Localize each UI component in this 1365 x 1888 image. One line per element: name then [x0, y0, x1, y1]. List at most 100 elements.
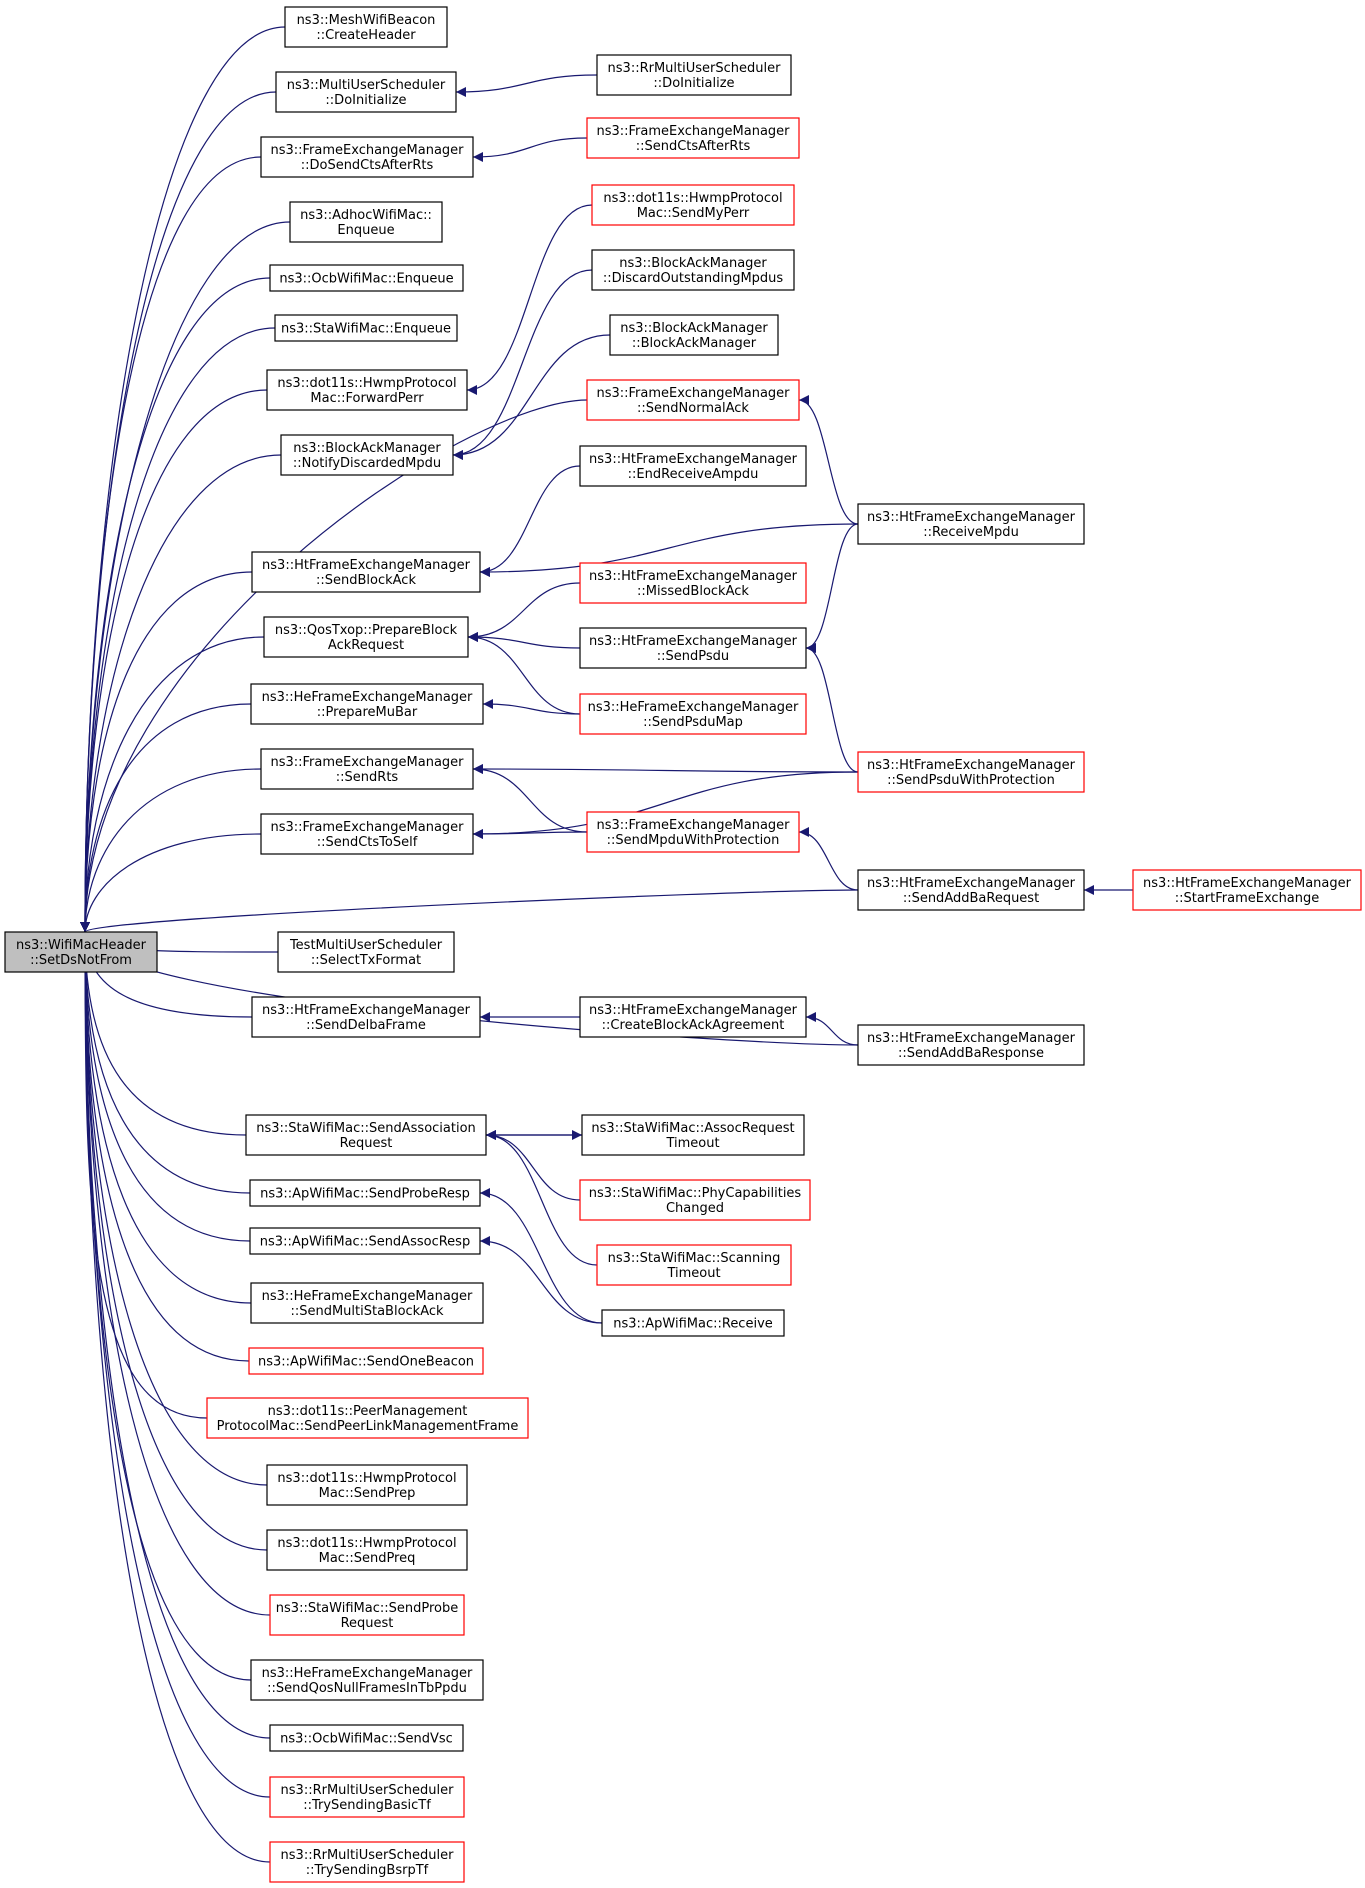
- call-edge: [80, 833, 262, 933]
- node-box: [857, 751, 1085, 793]
- node-heSendMultiSta[interactable]: ns3::HeFrameExchangeManager::SendMultiSt…: [250, 1282, 484, 1324]
- node-label: ::SetDsNotFrom: [30, 953, 132, 968]
- node-label: ns3::dot11s::HwmpProtocol: [603, 191, 782, 206]
- node-box: [591, 249, 795, 291]
- node-bamNotify[interactable]: ns3::BlockAckManager::NotifyDiscardedMpd…: [280, 434, 454, 476]
- call-edge: [472, 137, 588, 162]
- node-apReceive[interactable]: ns3::ApWifiMac::Receive: [601, 1309, 785, 1337]
- node-meshBeacon[interactable]: ns3::MeshWifiBeacon::CreateHeader: [284, 6, 448, 48]
- node-label: ns3::dot11s::HwmpProtocol: [277, 1536, 456, 1551]
- node-label: ns3::FrameExchangeManager: [596, 124, 790, 139]
- node-staEnq[interactable]: ns3::StaWifiMac::Enqueue: [274, 314, 458, 342]
- node-label: ns3::HtFrameExchangeManager: [867, 758, 1076, 773]
- call-edge: [467, 632, 581, 649]
- node-htEndRecvAmpdu[interactable]: ns3::HtFrameExchangeManager::EndReceiveA…: [579, 445, 807, 487]
- node-label: ::CreateBlockAckAgreement: [602, 1018, 785, 1033]
- node-root[interactable]: ns3::WifiMacHeader::SetDsNotFrom: [4, 931, 158, 973]
- node-rrBasicTf[interactable]: ns3::RrMultiUserScheduler::TrySendingBas…: [269, 1776, 465, 1818]
- call-edge: [80, 703, 252, 933]
- node-htSendBlockAck[interactable]: ns3::HtFrameExchangeManager::SendBlockAc…: [251, 551, 481, 593]
- node-femDoSendCts[interactable]: ns3::FrameExchangeManager::DoSendCtsAfte…: [260, 136, 474, 178]
- node-box: [609, 314, 779, 356]
- node-apSendProbeResp[interactable]: ns3::ApWifiMac::SendProbeResp: [249, 1179, 481, 1207]
- call-edge: [467, 632, 581, 715]
- node-label: ::EndReceiveAmpdu: [628, 467, 759, 482]
- call-edge: [80, 889, 859, 933]
- node-label: TestMultiUserScheduler: [289, 938, 443, 953]
- node-apSendAssocResp[interactable]: ns3::ApWifiMac::SendAssocResp: [249, 1227, 481, 1255]
- node-label: ::SendPsdu: [657, 649, 729, 664]
- node-box: [266, 369, 468, 411]
- node-apSendBeacon[interactable]: ns3::ApWifiMac::SendOneBeacon: [248, 1347, 484, 1375]
- node-hwmpFwdPerr[interactable]: ns3::dot11s::HwmpProtocolMac::ForwardPer…: [266, 369, 468, 411]
- call-edge: [80, 768, 262, 933]
- node-box: [249, 1227, 481, 1255]
- call-edge: [80, 931, 271, 1863]
- node-htSendDelba[interactable]: ns3::HtFrameExchangeManager::SendDelbaFr…: [251, 996, 481, 1038]
- node-htStartFrameEx[interactable]: ns3::HtFrameExchangeManager::StartFrameE…: [1132, 869, 1362, 911]
- node-box: [269, 1594, 465, 1636]
- node-box: [250, 683, 484, 725]
- node-label: Timeout: [666, 1266, 720, 1281]
- node-bamDiscard[interactable]: ns3::BlockAckManager::DiscardOutstanding…: [591, 249, 795, 291]
- node-box: [857, 1024, 1085, 1066]
- node-ocbEnq[interactable]: ns3::OcbWifiMac::Enqueue: [269, 264, 464, 292]
- node-label: ns3::HeFrameExchangeManager: [588, 700, 799, 715]
- node-hePrepareMuBar[interactable]: ns3::HeFrameExchangeManager::PrepareMuBa…: [250, 683, 484, 725]
- node-htMissedBlockAck[interactable]: ns3::HtFrameExchangeManager::MissedBlock…: [579, 562, 807, 604]
- node-label: Enqueue: [337, 223, 394, 238]
- node-ocbSendVsc[interactable]: ns3::OcbWifiMac::SendVsc: [269, 1724, 464, 1752]
- node-label: ::SendQosNullFramesInTbPpdu: [267, 1681, 467, 1696]
- node-heSendQosNull[interactable]: ns3::HeFrameExchangeManager::SendQosNull…: [250, 1659, 484, 1701]
- call-edge: [80, 636, 265, 933]
- node-box: [263, 616, 469, 658]
- node-bamCtor[interactable]: ns3::BlockAckManager::BlockAckManager: [609, 314, 779, 356]
- node-box: [250, 1659, 484, 1701]
- call-edge: [482, 699, 581, 715]
- node-box: [586, 117, 800, 159]
- node-femSendNormalAck[interactable]: ns3::FrameExchangeManager::SendNormalAck: [586, 379, 800, 421]
- node-rrDoInit[interactable]: ns3::RrMultiUserScheduler::DoInitialize: [596, 54, 792, 96]
- node-htSendAddBaResp[interactable]: ns3::HtFrameExchangeManager::SendAddBaRe…: [857, 1024, 1085, 1066]
- node-femSendRts[interactable]: ns3::FrameExchangeManager::SendRts: [260, 748, 474, 790]
- node-muDoInit[interactable]: ns3::MultiUserScheduler::DoInitialize: [275, 71, 457, 113]
- node-label: Changed: [666, 1201, 724, 1216]
- node-rrBsrpTf[interactable]: ns3::RrMultiUserScheduler::TrySendingBsr…: [269, 1841, 465, 1883]
- node-label: ::PrepareMuBar: [317, 705, 418, 720]
- node-htSendPsdu[interactable]: ns3::HtFrameExchangeManager::SendPsdu: [579, 627, 807, 669]
- node-label: ::BlockAckManager: [632, 336, 757, 351]
- node-box: [601, 1309, 785, 1337]
- node-femSendCtsToSelf[interactable]: ns3::FrameExchangeManager::SendCtsToSelf: [260, 813, 474, 855]
- node-htSendAddBaReq[interactable]: ns3::HtFrameExchangeManager::SendAddBaRe…: [857, 869, 1085, 911]
- node-femSendCts[interactable]: ns3::FrameExchangeManager::SendCtsAfterR…: [586, 117, 800, 159]
- call-edge: [80, 389, 268, 933]
- node-htCreateBaAgree[interactable]: ns3::HtFrameExchangeManager::CreateBlock…: [579, 996, 807, 1038]
- node-box: [251, 996, 481, 1038]
- call-edge: [80, 454, 282, 933]
- node-label: ns3::dot11s::PeerManagement: [268, 1404, 468, 1419]
- node-peerMgmt[interactable]: ns3::dot11s::PeerManagementProtocolMac::…: [206, 1397, 529, 1439]
- node-box: [579, 445, 807, 487]
- node-label: ns3::HtFrameExchangeManager: [867, 510, 1076, 525]
- node-adhocEnq[interactable]: ns3::AdhocWifiMac::Enqueue: [289, 201, 443, 243]
- node-box: [269, 1776, 465, 1818]
- node-label: ::SendAddBaResponse: [898, 1046, 1044, 1061]
- node-testSelectTx[interactable]: TestMultiUserScheduler::SelectTxFormat: [277, 931, 455, 973]
- node-heSendPsduMap[interactable]: ns3::HeFrameExchangeManager::SendPsduMap: [579, 693, 807, 735]
- node-label: Request: [341, 1616, 394, 1631]
- call-edge: [80, 327, 276, 933]
- node-femSendMpduProt[interactable]: ns3::FrameExchangeManager::SendMpduWithP…: [586, 811, 800, 853]
- node-htSendPsduProt[interactable]: ns3::HtFrameExchangeManager::SendPsduWit…: [857, 751, 1085, 793]
- node-htReceiveMpdu[interactable]: ns3::HtFrameExchangeManager::ReceiveMpdu: [857, 503, 1085, 545]
- node-box: [206, 1397, 529, 1439]
- call-edge: [80, 931, 252, 1304]
